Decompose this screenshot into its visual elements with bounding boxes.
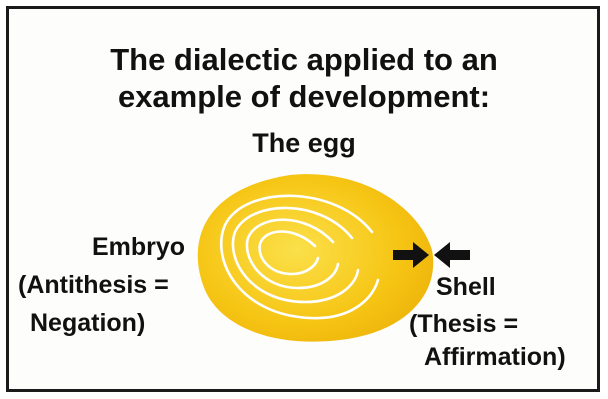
embryo-rings: [220, 194, 380, 320]
embryo-ring-4: [258, 230, 320, 276]
negation-label: Negation): [30, 309, 146, 337]
egg-illustration: [197, 174, 434, 342]
arrow-left-icon: [434, 242, 470, 268]
embryo-ring-1: [220, 194, 380, 320]
antithesis-label: (Antithesis =: [18, 271, 169, 299]
embryo-label: Embryo: [92, 233, 186, 261]
title-line-2: example of development:: [117, 79, 491, 114]
subtitle-the-egg: The egg: [252, 128, 356, 158]
title-line-1: The dialectic applied to an: [110, 42, 498, 77]
thesis-label: (Thesis =: [409, 310, 519, 338]
embryo-ring-3: [245, 218, 340, 290]
affirmation-label: Affirmation): [424, 343, 566, 371]
embryo-ring-2: [231, 206, 360, 304]
shell-label: Shell: [436, 273, 496, 301]
arrow-right-icon: [393, 242, 429, 268]
egg-shell: [197, 174, 434, 342]
